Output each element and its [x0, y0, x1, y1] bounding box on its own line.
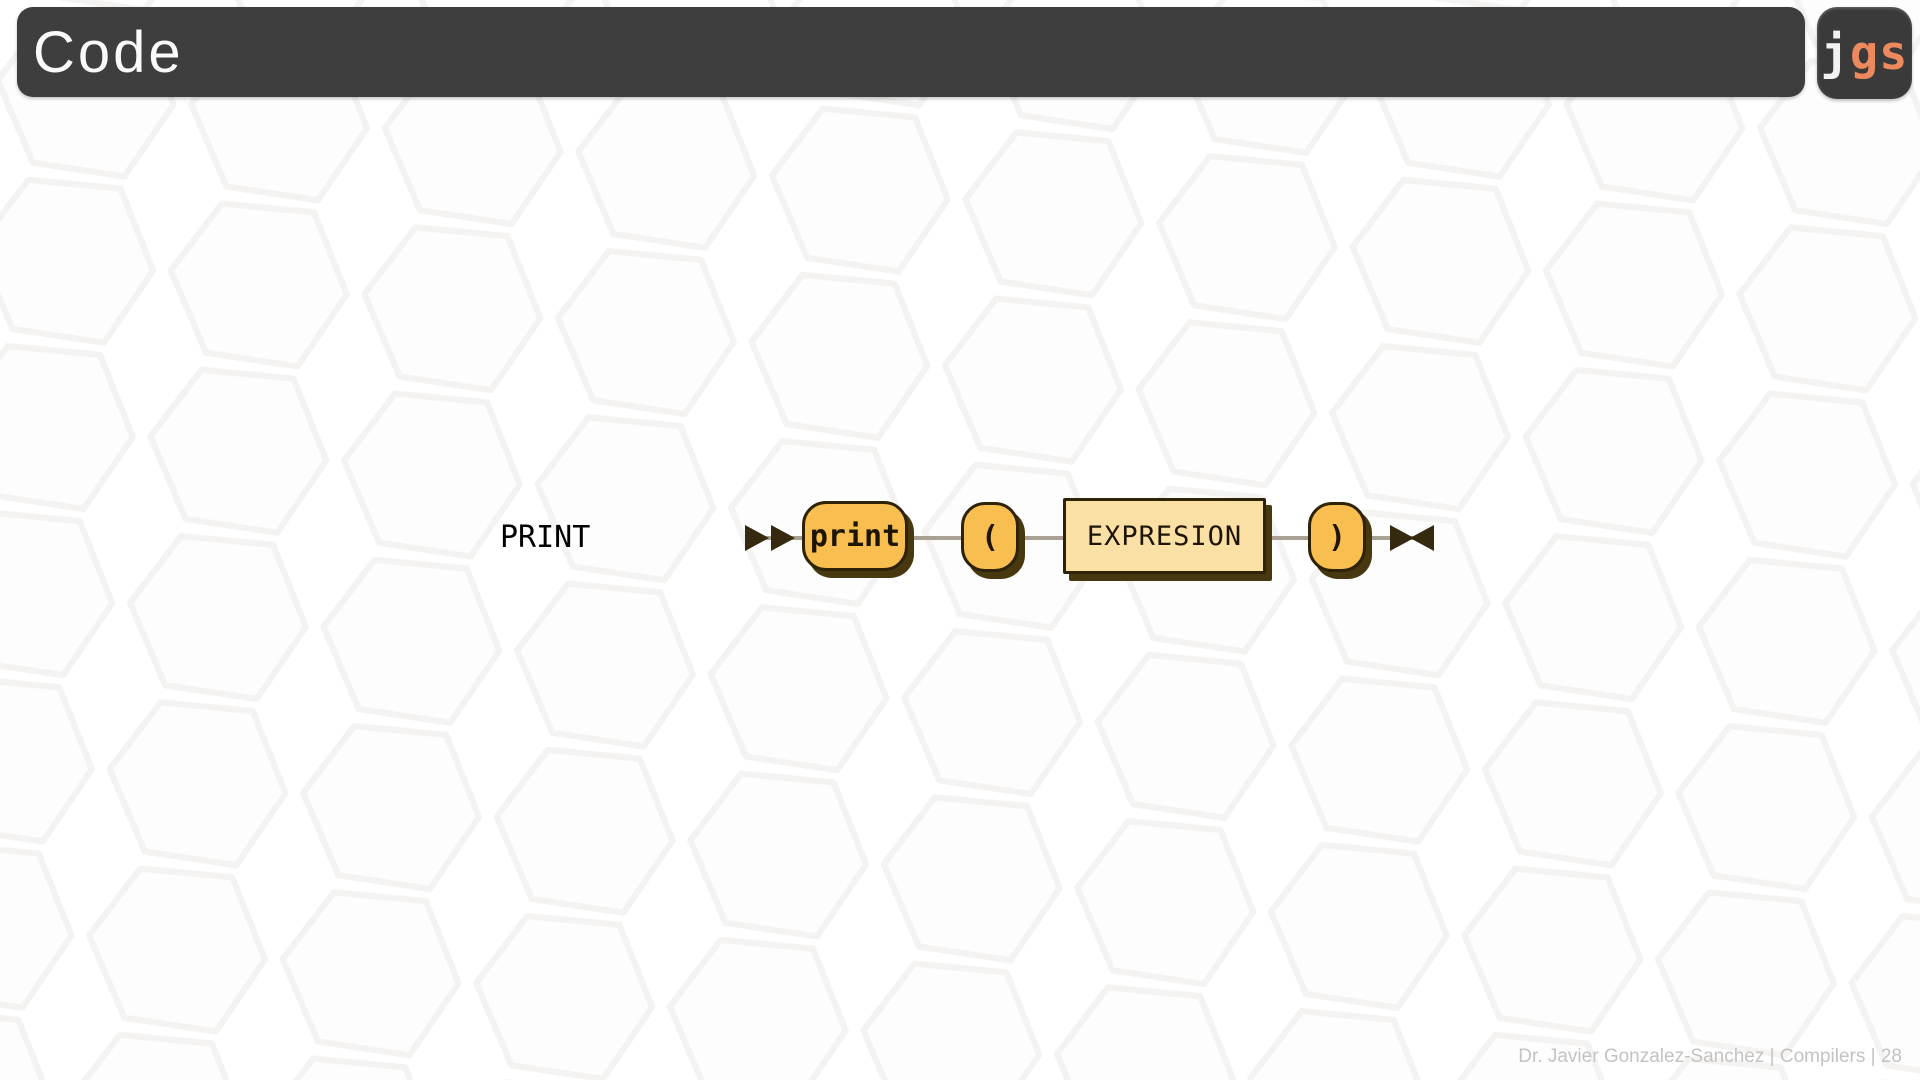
terminal-node-print: print [802, 501, 908, 571]
jgs-logo: j gs [1817, 7, 1912, 99]
footer-credit: Dr. Javier Gonzalez-Sanchez | Compilers … [1518, 1046, 1902, 1067]
terminal-node-open-paren: ( [961, 502, 1019, 572]
end-arrow-icon [1410, 525, 1434, 551]
terminal-node-label: ( [980, 519, 1000, 555]
start-arrow-icon [745, 525, 769, 551]
start-arrow-icon [771, 525, 795, 551]
slide-title: Code [33, 19, 184, 85]
terminal-node-label: print [809, 518, 901, 554]
terminal-node-close-paren: ) [1308, 502, 1366, 572]
jgs-logo-letter-j: j [1820, 25, 1850, 81]
jgs-logo-letters-gs: gs [1849, 25, 1909, 81]
rule-name-label: PRINT [500, 520, 591, 555]
nonterminal-node-label: EXPRESION [1086, 520, 1243, 552]
terminal-node-label: ) [1327, 519, 1347, 555]
nonterminal-node-expresion: EXPRESION [1063, 498, 1266, 574]
slide-title-bar: Code [17, 7, 1805, 97]
